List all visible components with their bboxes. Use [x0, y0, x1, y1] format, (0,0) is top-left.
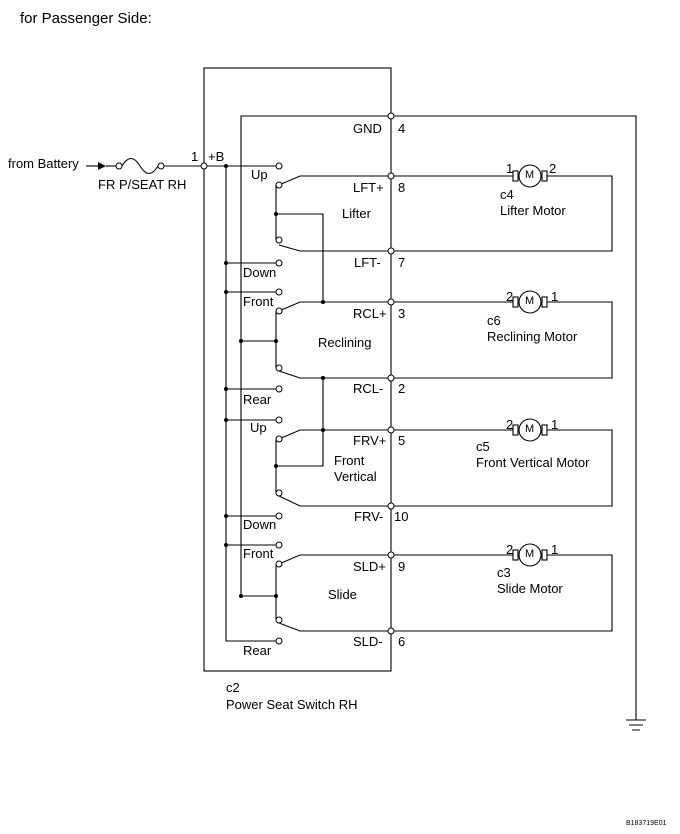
gnd-pin: 4 — [398, 121, 406, 136]
front-vertical-motor-symbol: M — [525, 423, 535, 435]
sld-plus-pin: 9 — [398, 559, 406, 574]
slide-motor-pin-right: 1 — [551, 542, 559, 557]
lft-minus-label: LFT- — [354, 255, 381, 270]
ground-bus — [240, 115, 391, 597]
ground-wire — [394, 115, 637, 720]
fuse-label: FR P/SEAT RH — [98, 177, 187, 192]
front-vertical-motor-icon — [512, 418, 548, 442]
lifter-motor-pin-right: 2 — [549, 161, 557, 176]
reclining-front-label: Front — [243, 294, 274, 309]
switch-housing — [203, 67, 392, 672]
front-vertical-motor-name: Front Vertical Motor — [476, 455, 590, 470]
terminal-FRV+ — [387, 426, 395, 434]
terminal-SLD+ — [387, 551, 395, 559]
slide-motor-name: Slide Motor — [497, 581, 563, 596]
header-title: for Passenger Side: — [20, 10, 152, 27]
front-vertical-up-label: Up — [250, 420, 267, 435]
terminal-LFT+ — [387, 172, 395, 180]
reclining-motor-pin-left: 2 — [506, 289, 514, 304]
gnd-terminal-name: GND — [353, 121, 382, 136]
fuse-icon — [121, 157, 159, 175]
sld-minus-label: SLD- — [353, 634, 383, 649]
reclining-rear-label: Rear — [243, 392, 272, 407]
switch-name: Power Seat Switch RH — [226, 697, 358, 712]
lifter-motor-symbol: M — [525, 169, 535, 181]
lft-plus-label: LFT+ — [353, 180, 384, 195]
front-vertical-motor-pin-left: 2 — [506, 417, 514, 432]
reclining-motor-name: Reclining Motor — [487, 329, 578, 344]
slide-rear-label: Rear — [243, 643, 272, 658]
rcl-plus-pin: 3 — [398, 306, 406, 321]
frv-plus-pin: 5 — [398, 433, 406, 448]
lifter-motor-pin-left: 1 — [506, 161, 514, 176]
reclining-motor-symbol: M — [525, 295, 535, 307]
front-vertical-motor-connector: c5 — [476, 439, 490, 454]
slide-motor-symbol: M — [525, 548, 535, 560]
rcl-minus-pin: 2 — [398, 381, 406, 396]
front-vertical-label-line1: Front — [334, 453, 365, 468]
figure-code: B183719E01 — [626, 820, 667, 827]
slide-motor-pin-left: 2 — [506, 542, 514, 557]
slide-front-label: Front — [243, 546, 274, 561]
terminal-SLD- — [387, 627, 395, 635]
lifter-motor-connector: c4 — [500, 187, 514, 202]
reclining-motor-pin-right: 1 — [551, 289, 559, 304]
terminal-LFT- — [387, 247, 395, 255]
rcl-minus-label: RCL- — [353, 381, 384, 396]
lft-plus-pin: 8 — [398, 180, 406, 195]
ground-icon — [626, 719, 646, 731]
slide-motor-connector: c3 — [497, 565, 511, 580]
terminal-GND — [387, 112, 395, 120]
lifter-motor-icon — [512, 164, 548, 188]
terminal-+B — [200, 162, 208, 170]
lifter-down-label: Down — [243, 265, 277, 280]
frv-minus-pin: 10 — [394, 509, 409, 524]
power-terminal-name: +B — [208, 149, 225, 164]
lft-minus-pin: 7 — [398, 255, 406, 270]
slide-label: Slide — [328, 587, 357, 602]
lifter-motor-name: Lifter Motor — [500, 203, 566, 218]
front-vertical-motor-pin-right: 1 — [551, 417, 559, 432]
supply-arrow-icon — [98, 162, 106, 170]
plus-b-bus — [225, 166, 276, 642]
source-label: from Battery — [8, 156, 79, 171]
lifter-up-label: Up — [251, 167, 268, 182]
rcl-plus-label: RCL+ — [353, 306, 387, 321]
switch-connector: c2 — [226, 680, 240, 695]
terminal-RCL+ — [387, 298, 395, 306]
reclining-motor-connector: c6 — [487, 313, 501, 328]
sld-minus-pin: 6 — [398, 634, 406, 649]
frv-plus-label: FRV+ — [353, 433, 387, 448]
frv-minus-label: FRV- — [354, 509, 384, 524]
front-vertical-label-line2: Vertical — [334, 469, 377, 484]
front-vertical-down-label: Down — [243, 517, 277, 532]
slide-motor-icon — [512, 543, 548, 567]
reclining-motor-icon — [512, 290, 548, 314]
lifter-label: Lifter — [342, 206, 371, 221]
power-pin: 1 — [191, 149, 199, 164]
sld-plus-label: SLD+ — [353, 559, 386, 574]
terminal-RCL- — [387, 374, 395, 382]
reclining-label: Reclining — [318, 335, 372, 350]
